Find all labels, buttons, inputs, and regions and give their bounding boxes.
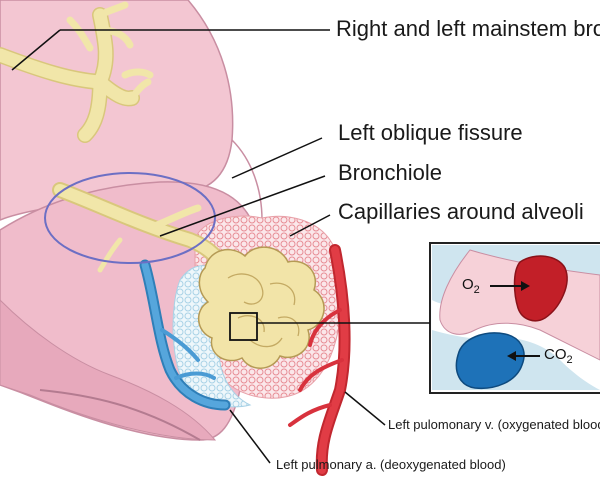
co2-label: CO2: [544, 346, 573, 366]
label-bronchiole: Bronchiole: [338, 160, 442, 185]
label-capillaries: Capillaries around alveoli: [338, 199, 584, 224]
pulmonary-vein-core: [317, 246, 349, 474]
o2-label: O2: [462, 276, 480, 296]
alveolar-folds: [227, 273, 300, 348]
mainstem-bronchi: [0, 1, 154, 143]
label-pulmonary-artery: Left pulmonary a. (deoxygenated blood): [276, 457, 506, 472]
artery-branches: [160, 328, 216, 380]
label-pulmonary-vein: Left pulomonary v. (oxygenated blood): [388, 417, 600, 432]
pulmonary-artery-core: [141, 261, 229, 409]
hilum-ellipse: [44, 172, 216, 264]
medial-face: [0, 299, 217, 441]
alveolus-detail-box: [229, 312, 258, 341]
leader-lines: [11, 29, 386, 464]
gas-exchange-inset: [429, 242, 600, 394]
label-mainstem-bronchi: Right and left mainstem bronchi: [336, 16, 600, 41]
vein-branches: [288, 308, 344, 427]
shadow-crease: [39, 389, 201, 441]
right-lung-edge: [231, 139, 263, 221]
label-oblique-fissure: Left oblique fissure: [338, 120, 523, 145]
